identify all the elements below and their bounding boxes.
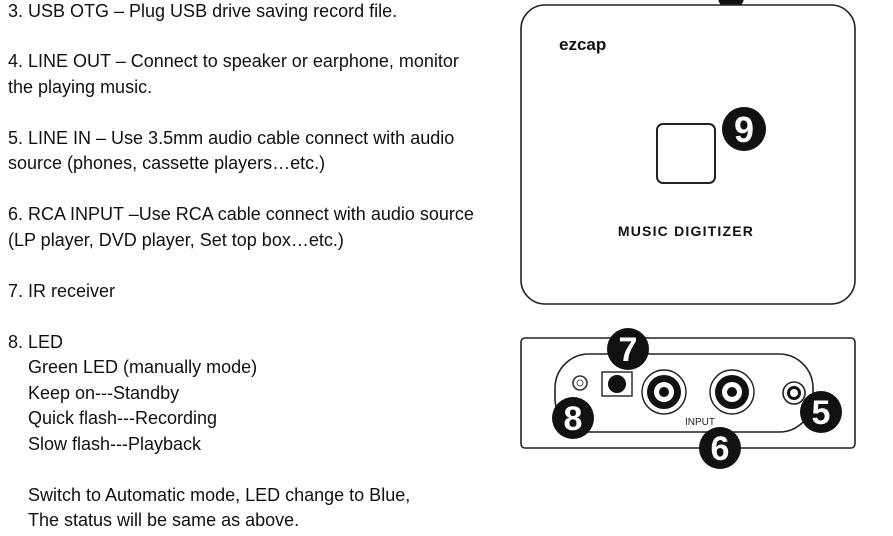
led-standby: Keep on---Standby	[28, 383, 180, 403]
product-name-label: MUSIC DIGITIZER	[618, 223, 754, 239]
led-playback: Slow flash---Playback	[28, 434, 202, 454]
rca-right-pin	[727, 387, 737, 397]
ir-receiver-sensor	[608, 375, 626, 393]
callout-6-number: 6	[711, 430, 730, 468]
item-6-rca-input-cont: (LP player, DVD player, Set top box…etc.…	[8, 230, 344, 250]
device-top-view: ezcap 9 MUSIC DIGITIZER	[520, 0, 856, 305]
led-green-mode: Green LED (manually mode)	[28, 357, 258, 377]
callout-9-marker	[722, 107, 766, 151]
record-button	[656, 123, 716, 184]
auto-mode-note-cont: The status will be same as above.	[28, 510, 300, 530]
callout-8-number: 8	[564, 400, 583, 438]
item-5-line-in-cont: source (phones, cassette players…etc.)	[8, 153, 326, 173]
item-5-line-in: 5. LINE IN – Use 3.5mm audio cable conne…	[8, 128, 455, 148]
callout-5-number: 5	[812, 394, 831, 432]
led-recording: Quick flash---Recording	[28, 408, 218, 428]
item-8-led: 8. LED	[8, 332, 64, 352]
auto-mode-note: Switch to Automatic mode, LED change to …	[28, 485, 411, 505]
item-4-line-out-cont: the playing music.	[8, 77, 153, 97]
item-7-ir-receiver: 7. IR receiver	[8, 281, 116, 301]
item-3-usb-otg: 3. USB OTG – Plug USB drive saving recor…	[8, 1, 398, 21]
item-6-rca-input: 6. RCA INPUT –Use RCA cable connect with…	[8, 204, 474, 224]
callout-7-marker	[607, 328, 649, 370]
device-front-view: INPUT 7 8 5 6	[520, 328, 856, 469]
callout-8-marker	[552, 397, 594, 439]
brand-logo: ezcap	[559, 35, 606, 54]
rca-left-pin	[659, 387, 669, 397]
callout-5-marker	[800, 391, 842, 433]
line-in-jack-hole	[790, 389, 798, 397]
callout-9-number: 9	[734, 109, 754, 150]
callout-7-number: 7	[619, 331, 638, 369]
input-label: INPUT	[685, 417, 715, 428]
item-4-line-out: 4. LINE OUT – Connect to speaker or earp…	[8, 51, 459, 71]
callout-6-marker	[699, 427, 741, 469]
led-indicator-inner	[576, 379, 584, 387]
